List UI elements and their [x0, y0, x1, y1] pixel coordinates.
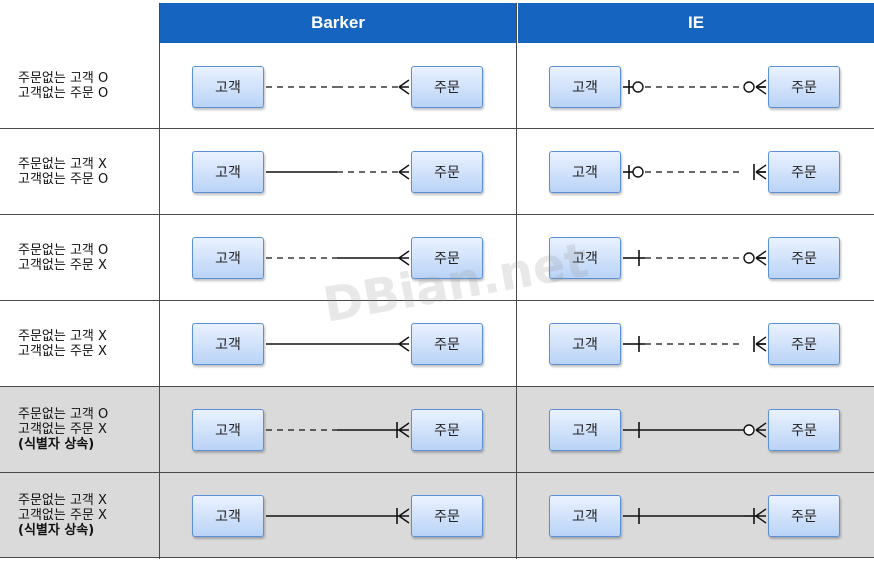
barker-relationship — [266, 508, 410, 524]
ie-order-entity: 주문 — [768, 237, 840, 279]
barker-customer-entity: 고객 — [192, 409, 264, 451]
ie-relationship — [623, 164, 767, 180]
ie-crow-foot — [755, 336, 767, 352]
barker-order-entity: 주문 — [411, 237, 483, 279]
condition-text: 주문없는 고객 O — [18, 242, 109, 258]
barker-header: Barker — [160, 3, 516, 43]
barker-order-entity: 주문 — [411, 323, 483, 365]
barker-order-entity: 주문 — [411, 66, 483, 108]
identifier-inheritance-tag: (식별자 상속) — [18, 522, 95, 538]
condition-text: 고객없는 주문 O — [18, 86, 109, 101]
ie-zero-circle — [743, 81, 755, 93]
barker-crow-foot — [398, 250, 410, 266]
condition-text: 주문없는 고객 O — [18, 407, 109, 422]
barker-relationship — [266, 164, 410, 180]
condition-text: 고객없는 주문 X — [18, 343, 107, 359]
ie-customer-entity: 고객 — [549, 323, 621, 365]
ie-customer-entity: 고객 — [549, 495, 621, 537]
condition-text: 주문없는 고객 X — [18, 328, 107, 344]
ie-crow-foot — [755, 250, 767, 266]
barker-order-entity: 주문 — [411, 495, 483, 537]
condition-text: 주문없는 고객 X — [18, 492, 107, 508]
ie-order-entity: 주문 — [768, 495, 840, 537]
ie-relationship — [623, 79, 767, 95]
ie-crow-foot — [755, 508, 767, 524]
barker-relationship — [266, 422, 410, 438]
ie-header: IE — [518, 3, 874, 43]
barker-order-entity: 주문 — [411, 409, 483, 451]
condition-text: 고객없는 주문 X — [18, 257, 107, 273]
barker-crow-foot — [398, 336, 410, 352]
barker-customer-entity: 고객 — [192, 66, 264, 108]
ie-crow-foot — [755, 164, 767, 180]
identifier-inheritance-tag: (식별자 상속) — [18, 437, 95, 452]
barker-order-entity: 주문 — [411, 151, 483, 193]
condition-text: 주문없는 고객 O — [18, 71, 109, 86]
ie-zero-circle — [632, 166, 644, 178]
ie-relationship — [623, 336, 767, 352]
ie-customer-entity: 고객 — [549, 151, 621, 193]
ie-customer-entity: 고객 — [549, 66, 621, 108]
barker-customer-entity: 고객 — [192, 323, 264, 365]
condition-text: 주문없는 고객 X — [18, 156, 107, 172]
condition-text: 고객없는 주문 X — [18, 507, 107, 523]
barker-customer-entity: 고객 — [192, 237, 264, 279]
barker-crow-foot — [398, 508, 410, 524]
column-divider — [516, 3, 517, 559]
condition-text: 고객없는 주문 X — [18, 422, 107, 437]
ie-relationship — [623, 250, 767, 266]
column-divider — [159, 3, 160, 559]
ie-crow-foot — [755, 79, 767, 95]
ie-order-entity: 주문 — [768, 151, 840, 193]
barker-crow-foot — [398, 79, 410, 95]
ie-relationship — [623, 422, 767, 438]
barker-customer-entity: 고객 — [192, 495, 264, 537]
barker-relationship — [266, 250, 410, 266]
barker-crow-foot — [398, 164, 410, 180]
barker-relationship — [266, 79, 410, 95]
ie-crow-foot — [755, 422, 767, 438]
ie-zero-circle — [743, 252, 755, 264]
barker-customer-entity: 고객 — [192, 151, 264, 193]
barker-relationship — [266, 336, 410, 352]
ie-zero-circle — [743, 424, 755, 436]
barker-crow-foot — [398, 422, 410, 438]
ie-relationship — [623, 508, 767, 524]
condition-text: 고객없는 주문 O — [18, 171, 109, 187]
ie-order-entity: 주문 — [768, 409, 840, 451]
ie-zero-circle — [632, 81, 644, 93]
ie-order-entity: 주문 — [768, 323, 840, 365]
ie-customer-entity: 고객 — [549, 237, 621, 279]
ie-customer-entity: 고객 — [549, 409, 621, 451]
ie-order-entity: 주문 — [768, 66, 840, 108]
